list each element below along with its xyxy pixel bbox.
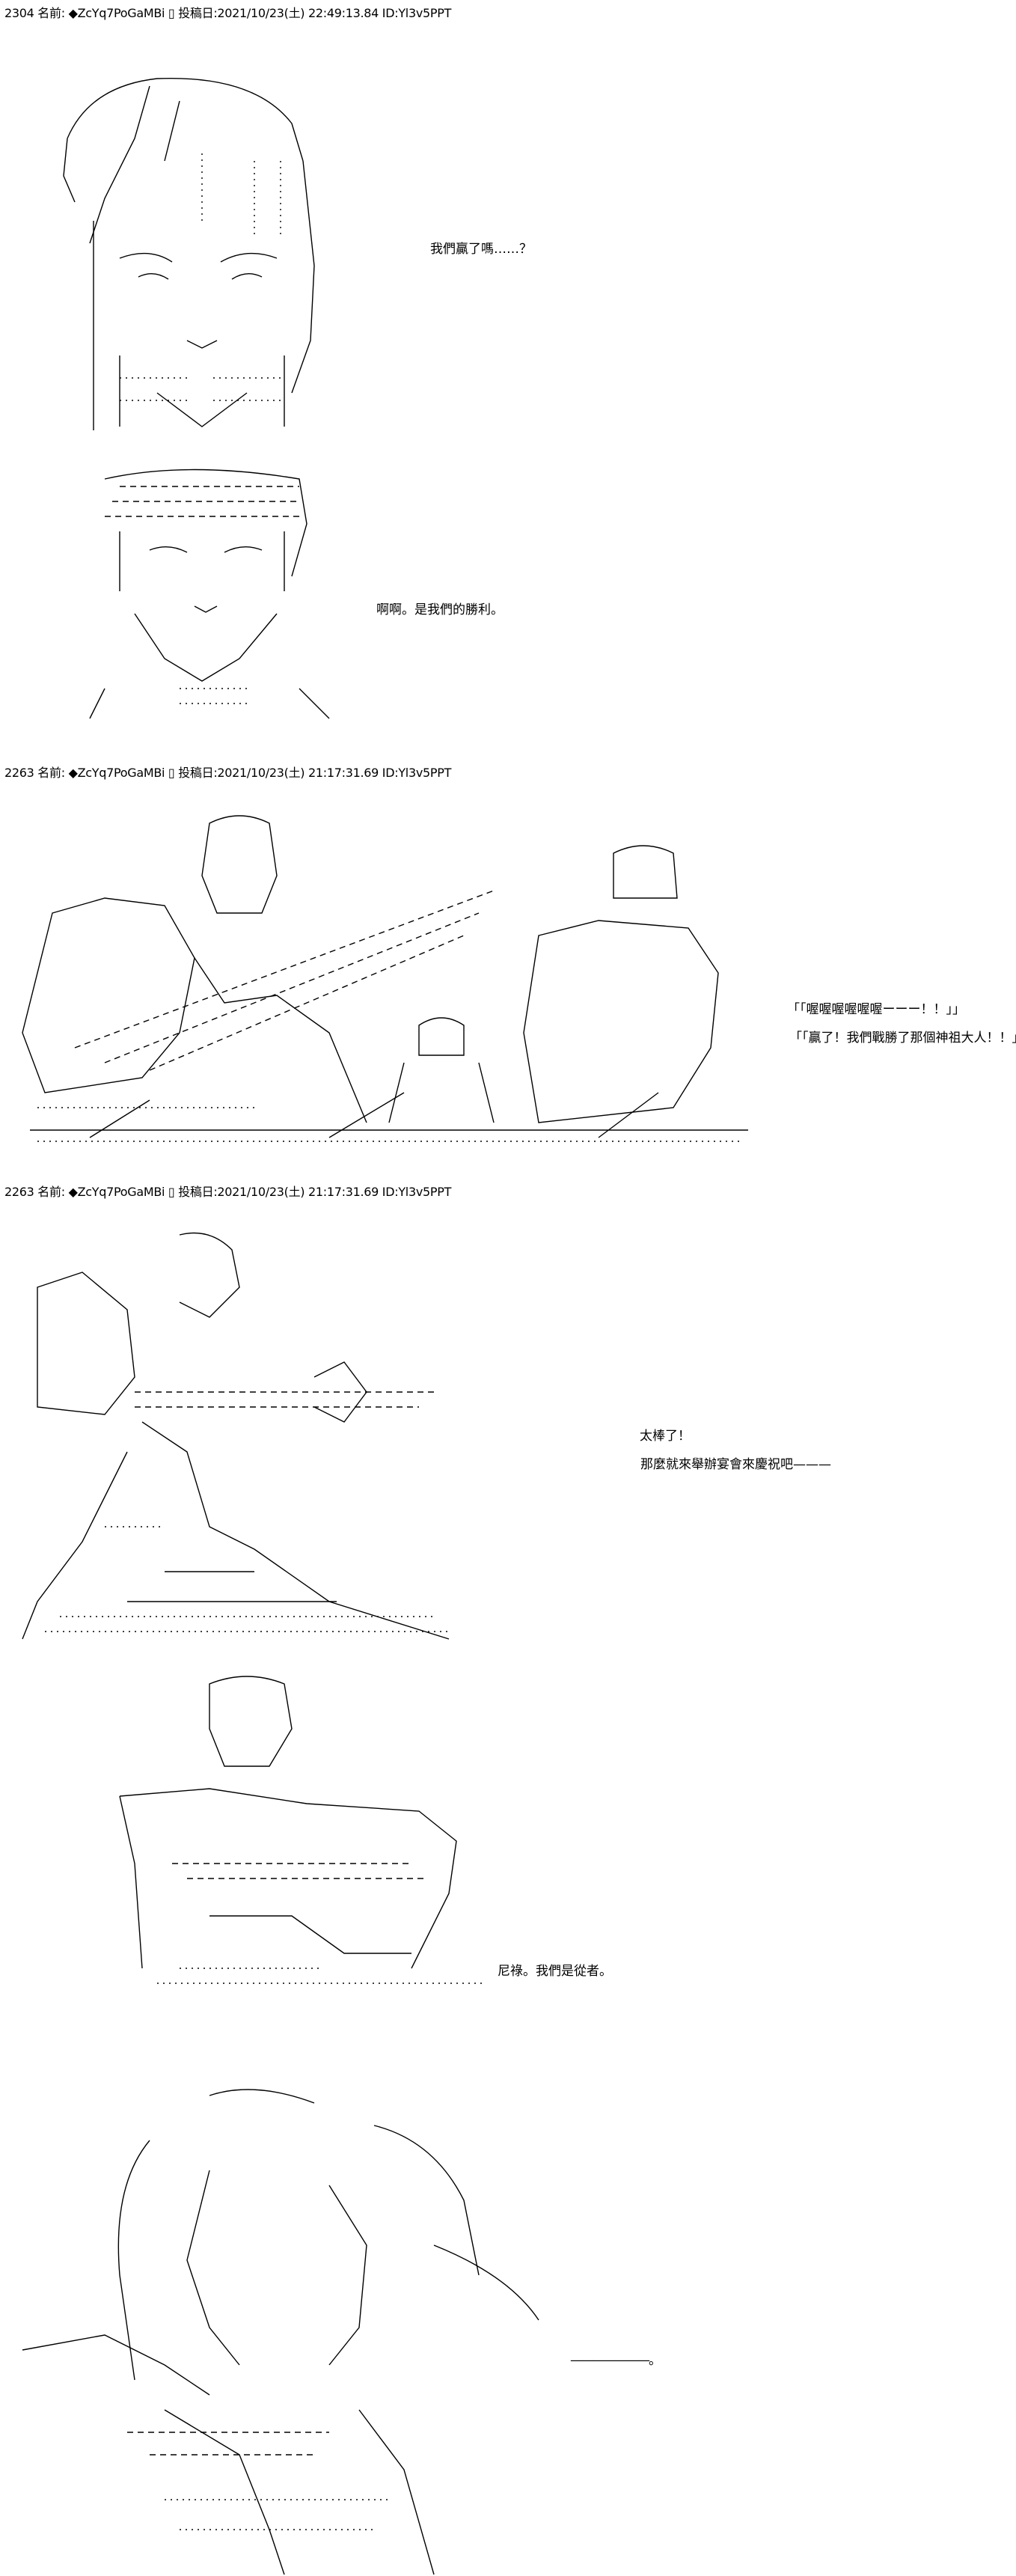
dialogue-line: 啊啊。是我們的勝利。	[376, 602, 504, 617]
post-header: 2263 名前: ◆ZcYq7PoGaMBi ▯ 投稿日:2021/10/23(…	[4, 766, 452, 780]
dialogue-line: 「「贏了！我們戰勝了那個神祖大人！！」」	[789, 1031, 1016, 1046]
post-header: 2304 名前: ◆ZcYq7PoGaMBi ▯ 投稿日:2021/10/23(…	[4, 6, 452, 20]
ascii-art-boy-face	[75, 464, 344, 726]
ascii-art-character-with-sword	[15, 1227, 464, 1646]
ascii-art-kneeling-figure	[97, 1669, 501, 1998]
ascii-art-group-embrace	[15, 2081, 554, 2576]
dialogue-line: 太棒了！	[640, 1429, 691, 1444]
ascii-art-celebrating-crowd	[15, 808, 756, 1153]
post-header: 2263 名前: ◆ZcYq7PoGaMBi ▯ 投稿日:2021/10/23(…	[4, 1185, 452, 1199]
dialogue-line: 那麼就來舉辦宴會來慶祝吧———	[640, 1457, 831, 1472]
dialogue-line: ———————。	[570, 2353, 661, 2368]
ascii-art-girl-face	[7, 71, 322, 438]
dialogue-line: 我們贏了嗎……？	[430, 242, 532, 257]
dialogue-line: 尼祿。我們是從者。	[498, 1964, 612, 1979]
dialogue-line: 「「喔喔喔喔喔喔ーーー！！」」	[787, 1002, 965, 1017]
